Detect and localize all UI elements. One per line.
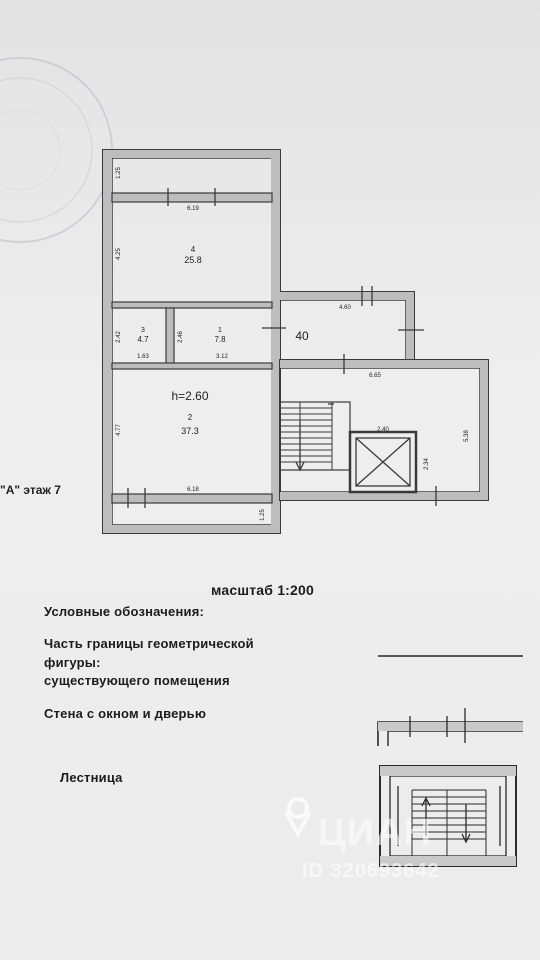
dim-lift-width: 2.40	[377, 427, 389, 433]
dim-room2-height: 4.77	[116, 424, 122, 436]
dim-hall-width: 6.65	[369, 373, 381, 379]
legend-wall-label: Стена с окном и дверью	[44, 706, 207, 721]
dim-room1-width: 3.12	[216, 354, 228, 360]
ceiling-height-label: h=2.60	[171, 389, 208, 403]
room-1-number: 1	[218, 327, 222, 334]
room-2-area: 37.3	[181, 426, 199, 436]
watermark-brand: ЦИАН	[318, 812, 432, 854]
legend-symbols	[377, 655, 523, 867]
dim-corridor-width: 4.60	[339, 305, 351, 311]
legend-title: Условные обозначения:	[44, 604, 205, 619]
legend-boundary-line1: Часть границы геометрической	[44, 636, 254, 651]
dim-room4-width: 6.19	[187, 206, 199, 212]
dim-room3-height: 2.42	[116, 331, 122, 343]
location-pin-icon	[284, 797, 312, 839]
floor-label: "А" этаж 7	[0, 483, 61, 497]
room-3-number: 3	[141, 327, 145, 334]
dim-room2-width: 6.18	[187, 487, 199, 493]
dim-room1-height: 2.46	[178, 331, 184, 343]
room-3-area: 4.7	[137, 335, 149, 344]
room-4-number: 4	[191, 245, 196, 254]
legend-boundary-line3: существующего помещения	[44, 673, 230, 688]
legend-stairs-label: Лестница	[60, 770, 123, 785]
legend-boundary-line2: фигуры:	[44, 655, 101, 670]
stairs-symbol	[379, 765, 517, 867]
dim-lift-height: 2.34	[424, 458, 430, 470]
dim-balcony-bottom: 1.25	[260, 509, 266, 521]
wall-window-door-symbol	[377, 708, 523, 746]
scale-label: масштаб 1:200	[211, 582, 314, 598]
watermark-id: ID 320693642	[302, 860, 440, 882]
left-block-inner-wall	[111, 157, 273, 526]
dim-hall-height: 5.38	[464, 430, 470, 442]
room-4-area: 25.8	[184, 255, 202, 265]
dim-room4-height: 4.25	[116, 248, 122, 260]
room-2-number: 2	[188, 413, 193, 422]
dim-balcony-top: 1.25	[116, 167, 122, 179]
room-1-area: 7.8	[214, 335, 226, 344]
dim-room3-width: 1.63	[137, 354, 149, 360]
corridor-number: 40	[295, 329, 309, 343]
